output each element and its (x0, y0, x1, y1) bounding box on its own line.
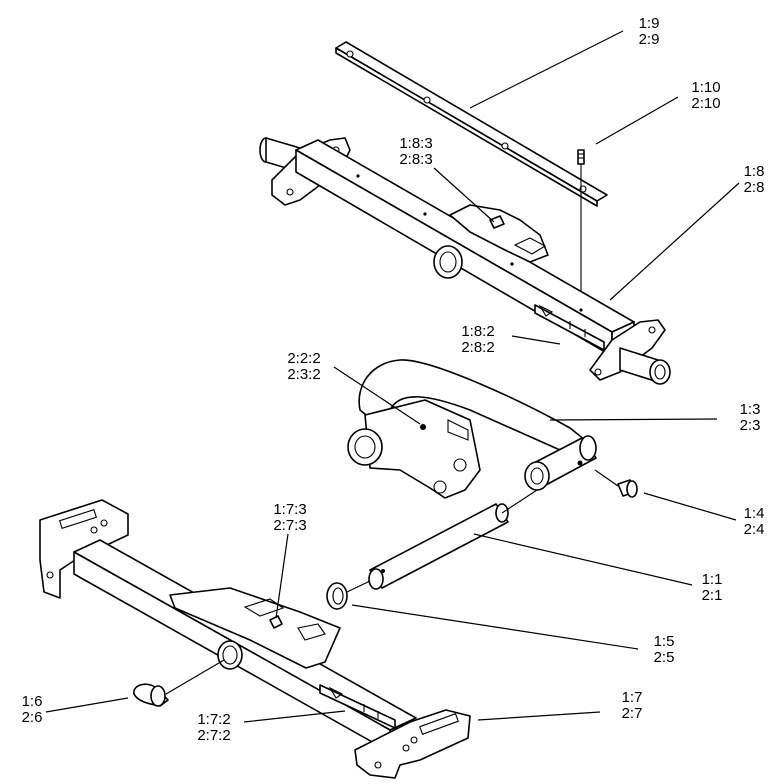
callout-line2: 2:8:2 (461, 339, 495, 356)
callout-line1: 1:8:3 (399, 135, 433, 152)
callout-line1: 1:1 (701, 571, 723, 588)
leader-c22 (333, 366, 421, 425)
callout-line1: 1:3 (739, 401, 761, 418)
callout-line2: 2:5 (653, 649, 675, 666)
callout-line1: 1:4 (743, 505, 765, 522)
leader-c6 (45, 697, 129, 713)
callout-line2: 2:3 (739, 417, 761, 434)
leader-c8 (609, 182, 740, 301)
callout-1-4: 1:4 2:4 (732, 506, 776, 538)
callout-1-8-2: 1:8:2 2:8:2 (450, 324, 506, 356)
leader-c72 (243, 710, 346, 723)
washer-part (326, 580, 371, 610)
callout-line1: 1:7:3 (273, 501, 307, 518)
callout-1-7-3: 1:7:3 2:7:3 (262, 502, 318, 534)
callout-1-5: 1:5 2:5 (642, 634, 686, 666)
flat-bar-part (335, 41, 608, 207)
callout-line2: 2:8 (743, 179, 765, 196)
callout-line2: 2:10 (691, 95, 721, 112)
leader-c4 (643, 492, 737, 521)
screw-part (577, 149, 585, 310)
pin-part (368, 489, 538, 590)
callout-line1: 1:6 (21, 693, 43, 710)
callout-line2: 2:7 (621, 705, 643, 722)
callout-line2: 2:4 (743, 521, 765, 538)
callout-line1: 1:8 (743, 163, 765, 180)
callout-line1: 1:8:2 (461, 323, 495, 340)
leader-c7 (477, 711, 601, 721)
callout-line2: 2:1 (701, 587, 723, 604)
leader-c3 (549, 418, 718, 421)
leader-c10 (595, 96, 679, 145)
leader-lines (45, 30, 740, 723)
callout-line1: 1:9 (638, 15, 660, 32)
callout-1-7: 1:7 2:7 (610, 690, 654, 722)
hitch-arm-part (347, 359, 597, 499)
callout-line2: 2:3:2 (287, 366, 321, 383)
callout-line2: 2:6 (21, 709, 43, 726)
leader-c82 (511, 335, 561, 345)
callout-line2: 2:8:3 (399, 151, 433, 168)
callout-line1: 2:2:2 (287, 350, 321, 367)
callout-1-3: 1:3 2:3 (728, 402, 772, 434)
callout-line1: 1:10 (691, 79, 721, 96)
callout-1-10: 1:10 2:10 (682, 80, 730, 112)
lower-beam-part (39, 499, 471, 779)
leader-c5 (351, 604, 639, 650)
callout-1-9: 1:9 2:9 (627, 16, 671, 48)
callout-line2: 2:7:2 (197, 727, 231, 744)
leader-c73 (275, 533, 289, 619)
callout-1-8: 1:8 2:8 (732, 164, 776, 196)
leader-c9 (469, 30, 624, 109)
callout-2-2-2: 2:2:2 2:3:2 (276, 351, 332, 383)
upper-beam-part (259, 137, 671, 385)
callout-line1: 1:7 (621, 689, 643, 706)
leader-c1 (473, 533, 693, 586)
callout-line1: 1:7:2 (197, 711, 231, 728)
bolt-part (594, 469, 638, 498)
callout-line1: 1:5 (653, 633, 675, 650)
callout-line2: 2:9 (638, 31, 660, 48)
callout-line2: 2:7:3 (273, 517, 307, 534)
callout-1-1: 1:1 2:1 (690, 572, 734, 604)
callout-1-8-3: 1:8:3 2:8:3 (388, 136, 444, 168)
callout-1-7-2: 1:7:2 2:7:2 (186, 712, 242, 744)
leader-c83 (433, 167, 495, 223)
callout-1-6: 1:6 2:6 (10, 694, 54, 726)
